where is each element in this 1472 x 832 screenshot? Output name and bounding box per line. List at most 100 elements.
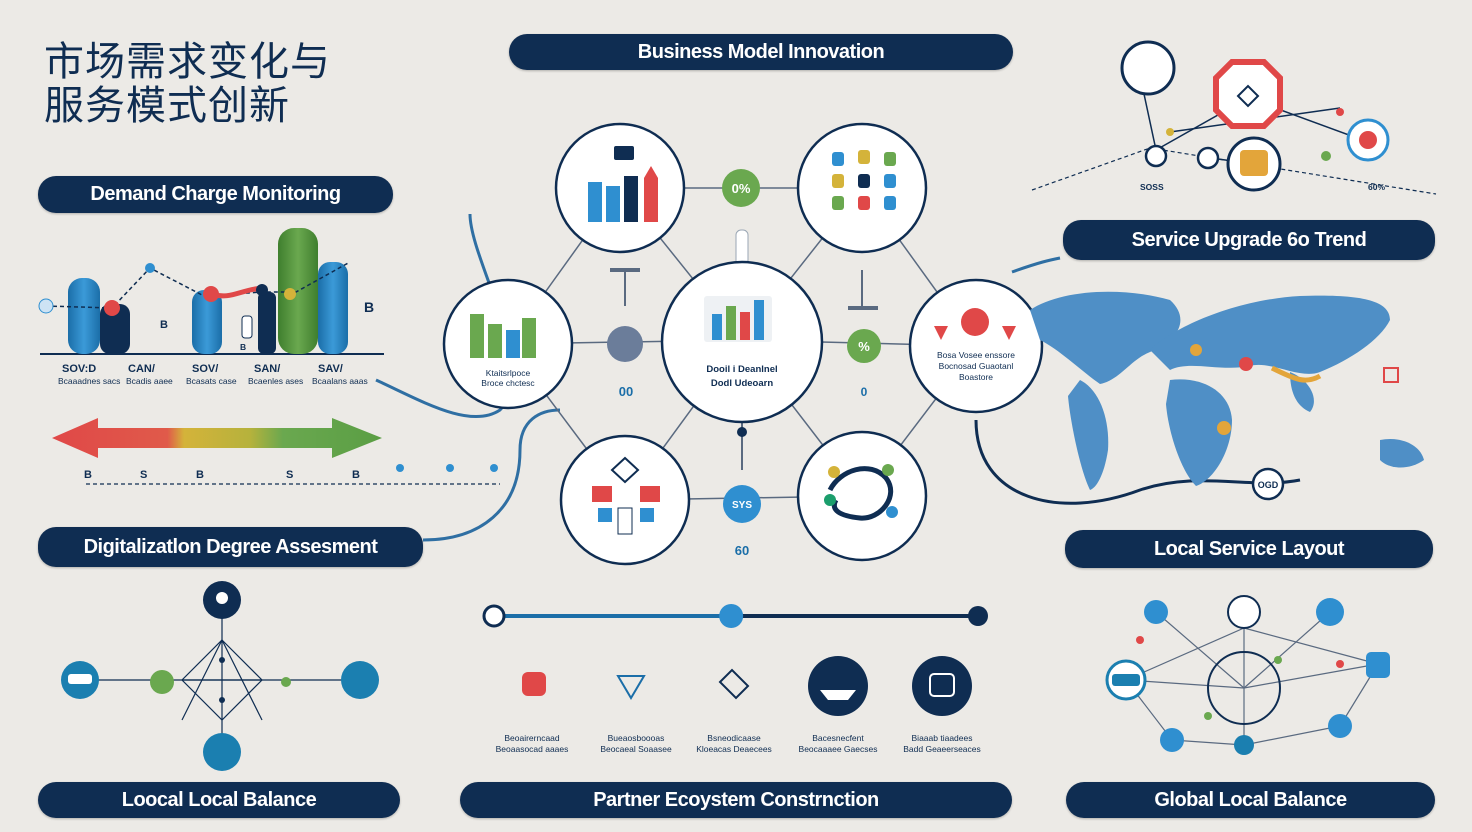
partner-item-4-line2: Beocaaaee Gaecses [799,744,878,754]
partner-section: Beoairerncaad Beoaasocad aaaes Bueaosboo… [482,604,988,754]
partner-item-3-line2: Kloeacas Deaecees [696,744,772,754]
demand-point-3 [145,263,155,273]
digitalization-network [61,581,379,771]
demand-range-arrow: B S B S B [52,418,500,485]
service-topleft-node [1144,600,1168,624]
demand-sub-label-4: Bcaenles ases [248,376,303,386]
partner-tag-icon [718,668,750,700]
satellite-right-alerts [908,278,1044,414]
local-service-header[interactable]: Local Service Layout [1065,530,1433,568]
badge-percent [722,169,760,207]
demand-bar-2 [100,304,130,354]
demand-x-label-1: SOV:D [62,363,96,375]
world-map: OGD [1030,291,1424,501]
hub-text-1: Dooil i Deanlnel [706,364,777,375]
node-sys-text: SYS [732,500,752,511]
partner-item-3-line1: Bsneodicaase [707,733,761,743]
map-badge-text: OGD [1258,480,1279,490]
demand-sub-label-5: Bcaalans aaas [312,376,368,386]
service-top-node [1227,595,1261,629]
demand-x-label-4: SAN/ [254,363,280,375]
demand-sub-label-1: Bcaaadnes sacs [58,376,120,386]
demand-x-label-3: SOV/ [192,363,218,375]
badge-percent-text: 0% [732,181,751,196]
demand-bar-3 [192,290,222,354]
satellite-chain [796,430,928,562]
partner-item-1-line1: Beoairerncaad [504,733,560,743]
timeline-mark-2: S [140,469,147,481]
value-60: 60 [735,543,749,558]
demand-bar-6 [258,292,276,354]
node-percent-text: % [858,339,870,354]
partner-item-2-line2: Beocaeal Soaasee [600,744,672,754]
hub-text-2: Dodl Udeoarn [711,378,773,389]
partner-funnel-icon [616,675,646,700]
digital-bottom-node [203,733,241,771]
timeline-mark-1: B [84,469,92,481]
satellite-left-label-1: Ktaitsrlpoce [486,368,531,378]
title-line-2: 服务模式创新 [44,83,290,129]
upgrade-network: SOSS 60% [1031,40,1437,195]
business-model-label: Business Model Innovation [637,40,885,63]
demand-bar-5 [318,262,348,354]
node-percent [847,329,881,363]
upgrade-connector [1011,256,1061,274]
person-icon [446,464,454,472]
service-right-node [1366,652,1390,678]
business-model-network: Dooil i Deanlnel Dodl Udeoarn 0% Ktaitsr… [442,122,1044,566]
timeline-mark-3: B [196,469,204,481]
map-badge [1251,467,1285,501]
node-scatter [607,326,643,362]
clock-icon [1120,40,1176,96]
map-connector-curve [974,419,1301,505]
demand-monitoring-label: Demand Charge Monitoring [90,183,341,205]
demand-x-labels: SOV:D CAN/ SOV/ SAN/ SAV/ Bcaaadnes sacs… [58,363,368,386]
partner-item-5-line2: Badd Geaeerseaces [903,744,981,754]
demand-point-6 [284,288,296,300]
service-center-ring [1207,651,1281,725]
demand-point-4 [203,286,219,302]
demand-x-label-2: CAN/ [128,363,155,375]
demand-mini-label: B [240,342,246,352]
satellite-right-label-2: Bocnosad Guaotanl [939,361,1014,371]
person-icon [396,464,404,472]
satellite-right-label-1: Bosa Vosee enssore [937,350,1015,360]
partner-slider-thumb[interactable] [719,604,744,628]
local-service-network [1105,595,1390,755]
local-service-label: Local Service Layout [1153,537,1345,560]
partner-item-2-line1: Bueaosboooas [608,733,665,743]
page-title: 市场需求变化与 服务模式创新 [44,40,404,128]
timeline-mark-4: S [286,469,293,481]
partner-ecosystem-header[interactable]: Partner Ecoystem Constrnction [460,782,1012,818]
demand-sub-label-2: Bcadis aaee [126,376,173,386]
service-upgrade-label: Service Upgrade 6o Trend [1131,228,1367,251]
global-balance-label: Global Local Balance [1154,788,1347,811]
upgrade-left-label: SOSS [1140,182,1164,192]
satellite-left-label-2: Broce chctesc [481,378,535,388]
demand-sub-label-3: Bcasats case [186,376,237,386]
digitalization-header[interactable]: Digitalizatlon Degree Assesment [38,527,423,567]
lower-connector-curve [422,408,561,542]
business-model-header[interactable]: Business Model Innovation [509,34,1013,70]
service-topright-node [1316,598,1344,626]
slider-end-cap [968,606,988,626]
service-upgrade-header[interactable]: Service Upgrade 6o Trend [1063,220,1435,260]
demand-point-1 [38,298,54,314]
partner-item-4-line1: Bacesnecfent [812,733,864,743]
octagon-target-icon [1213,59,1283,129]
timeline-mark-5: B [352,469,360,481]
global-balance-header[interactable]: Global Local Balance [1066,782,1435,818]
partner-gift-icon [522,672,546,696]
satellite-right-label-3: Boastore [959,372,993,382]
slider-start-cap [482,604,506,628]
upgrade-right-label: 60% [1368,182,1385,192]
demand-inner-icon: B [160,319,168,331]
local-balance-label: Loocal Local Balance [121,788,317,811]
partner-item-1-line2: Beoaasocad aaaes [496,744,569,754]
demand-bar-1 [68,278,100,354]
digital-green-node [150,670,174,694]
local-balance-header[interactable]: Loocal Local Balance [38,782,400,818]
demand-point-2 [104,300,120,316]
demand-monitoring-header[interactable]: Demand Charge Monitoring [38,176,393,213]
